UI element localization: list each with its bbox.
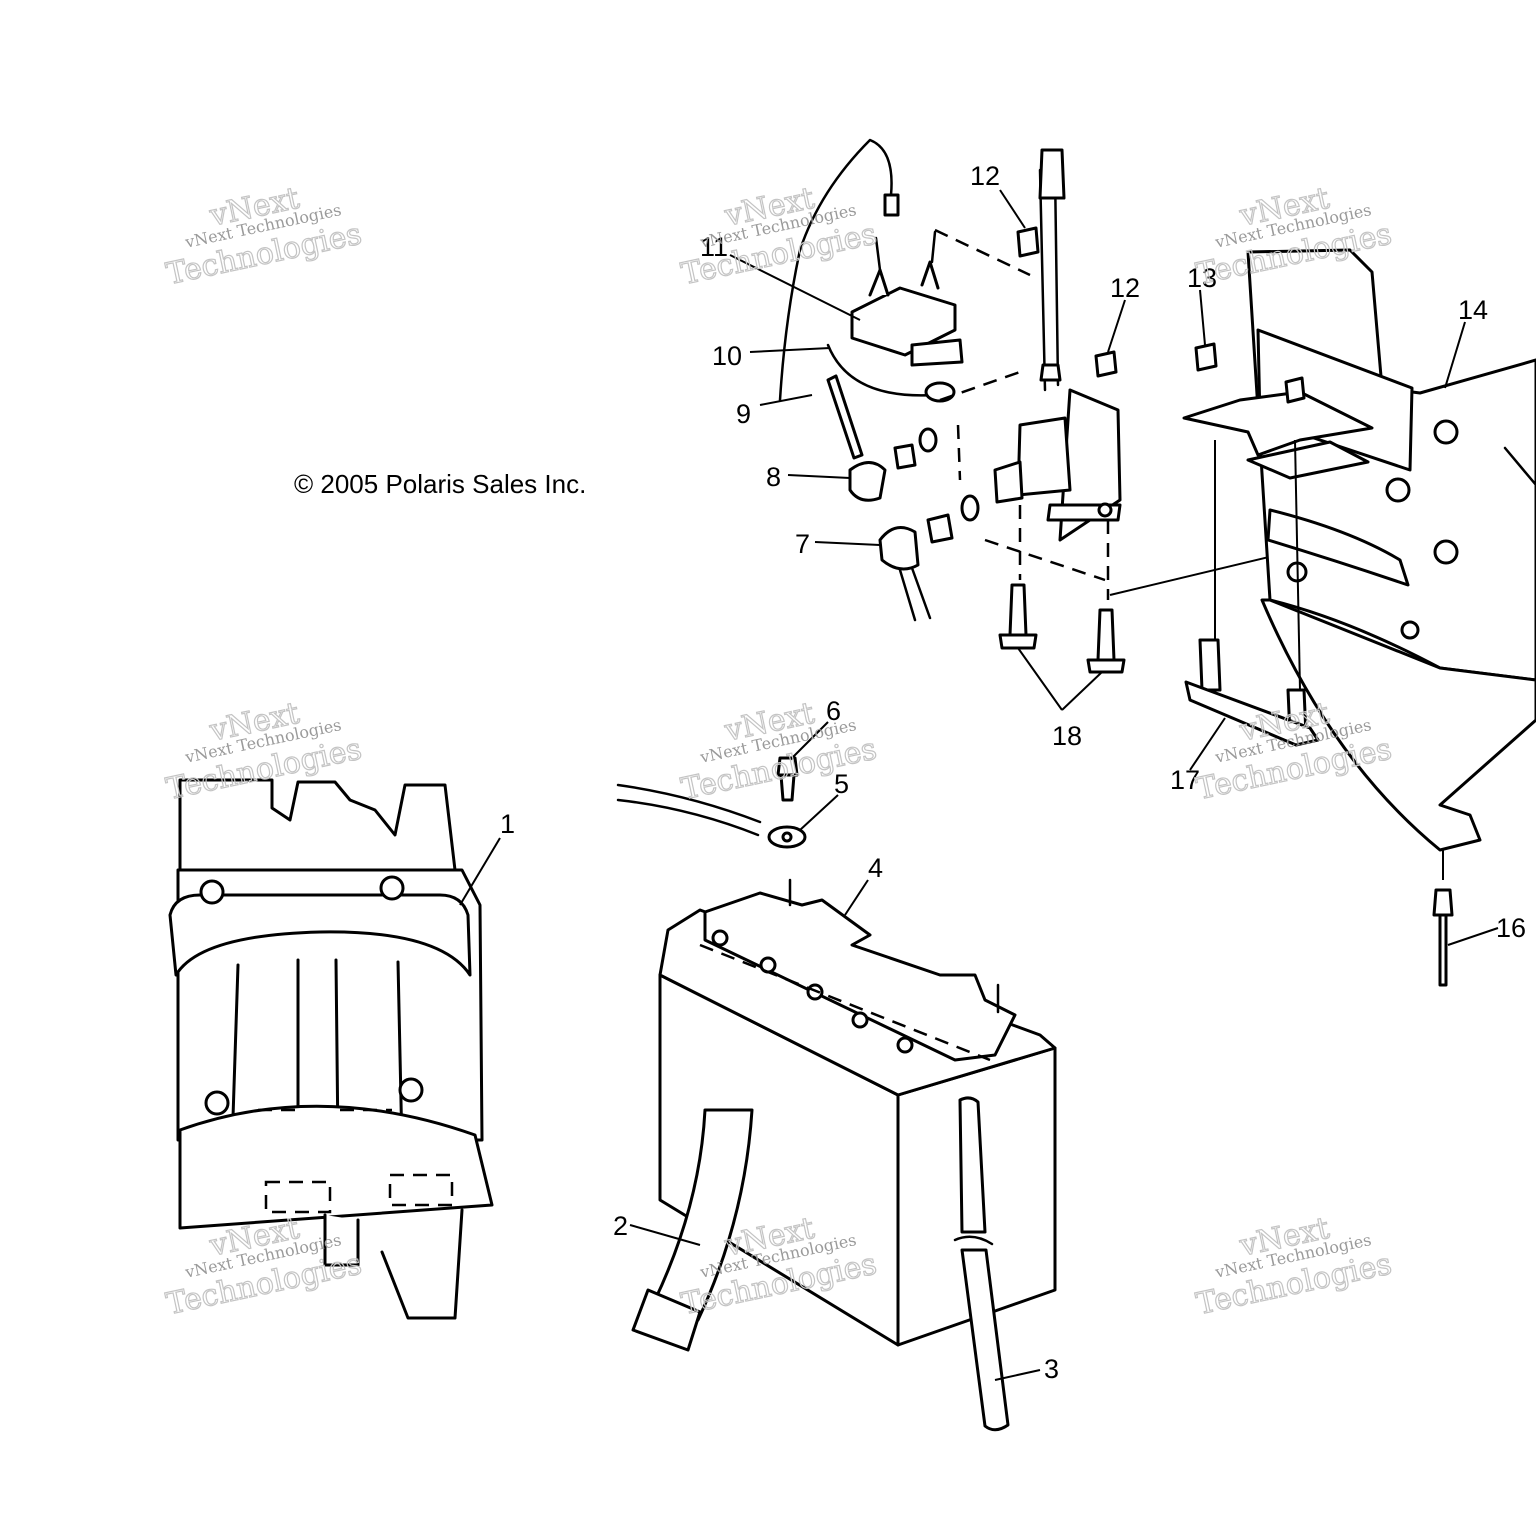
callout-14: 14 (1458, 295, 1488, 325)
battery[interactable] (658, 878, 1057, 1347)
callout-17: 17 (1170, 765, 1200, 795)
callout-7: 7 (795, 529, 810, 559)
leader-lines (459, 189, 1499, 1381)
boot-7[interactable] (878, 494, 980, 622)
strap[interactable] (631, 1108, 754, 1352)
vent-hose[interactable] (953, 1096, 1010, 1432)
nut-14b[interactable] (1284, 376, 1306, 404)
nut-12a[interactable] (1016, 226, 1040, 258)
nut-13[interactable] (1194, 342, 1218, 372)
callout-3: 3 (1044, 1354, 1059, 1384)
watermark-1: vNext vNext Technologies Technologies (163, 180, 366, 293)
callout-9: 9 (736, 399, 751, 429)
rivet-16[interactable] (1432, 850, 1454, 987)
watermark-9: vNext vNext Technologies Technologies (1193, 1210, 1396, 1323)
callout-18: 18 (1052, 721, 1082, 751)
battery-box[interactable] (168, 778, 494, 1320)
watermark-2: vNext vNext Technologies Technologies (678, 180, 881, 293)
callout-11: 11 (700, 232, 728, 262)
nut-12b[interactable] (1094, 350, 1118, 378)
bracket-14[interactable] (1182, 248, 1536, 852)
cable-5[interactable] (616, 783, 807, 849)
bolt-6[interactable] (776, 756, 799, 802)
callout-5: 5 (834, 769, 849, 799)
callout-10: 10 (712, 341, 742, 371)
callout-12b: 12 (1110, 273, 1140, 303)
solenoid[interactable] (993, 148, 1122, 542)
boot-8[interactable] (826, 374, 938, 502)
callout-16: 16 (1496, 913, 1526, 943)
circuit-breaker-11[interactable] (778, 138, 964, 402)
copyright-notice: © 2005 Polaris Sales Inc. (294, 469, 587, 499)
callout-8: 8 (766, 462, 781, 492)
callout-13: 13 (1187, 263, 1217, 293)
callout-12a: 12 (970, 161, 1000, 191)
callout-2: 2 (613, 1211, 628, 1241)
plate-17[interactable] (1184, 638, 1320, 747)
callout-1: 1 (500, 809, 515, 839)
callout-4: 4 (868, 853, 883, 883)
callout-6: 6 (826, 696, 841, 726)
screws-18[interactable] (998, 583, 1126, 674)
